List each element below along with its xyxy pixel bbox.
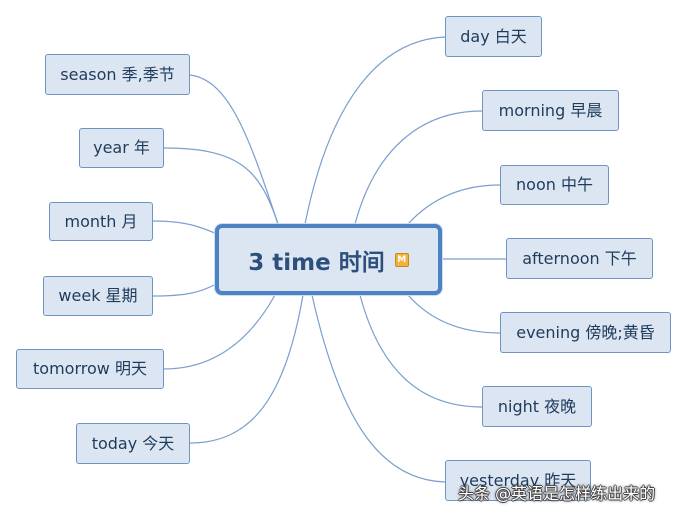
topic-afternoon[interactable]: afternoon 下午 xyxy=(506,238,653,279)
link-year xyxy=(163,147,279,225)
link-season xyxy=(189,74,279,225)
watermark-text: 头条 @英语是怎样练出来的 xyxy=(458,484,656,503)
topic-year[interactable]: year 年 xyxy=(79,128,164,168)
topic-night[interactable]: night 夜晚 xyxy=(482,386,592,427)
central-topic[interactable]: 3 time 时间 M xyxy=(215,224,442,295)
topic-tomorrow[interactable]: tomorrow 明天 xyxy=(16,349,164,389)
link-day xyxy=(304,36,446,225)
topic-yesterday[interactable]: yesterday 昨天 xyxy=(445,460,591,501)
topic-noon[interactable]: noon 中午 xyxy=(500,165,609,205)
topic-today[interactable]: today 今天 xyxy=(76,423,190,464)
marker-icon: M xyxy=(394,252,409,267)
link-yesterday xyxy=(311,294,446,483)
topic-month[interactable]: month 月 xyxy=(49,202,153,241)
link-tomorrow xyxy=(163,294,276,370)
central-topic-label: 3 time 时间 xyxy=(248,249,385,276)
topic-evening[interactable]: evening 傍晚;黄昏 xyxy=(500,312,671,353)
topic-day[interactable]: day 白天 xyxy=(445,16,542,57)
link-noon xyxy=(407,184,501,225)
topic-morning[interactable]: morning 早晨 xyxy=(482,90,619,131)
topic-week[interactable]: week 星期 xyxy=(43,276,153,316)
link-week xyxy=(152,282,219,297)
link-evening xyxy=(407,294,501,334)
link-night xyxy=(359,294,483,408)
link-today xyxy=(189,294,304,444)
link-morning xyxy=(354,110,483,225)
topic-season[interactable]: season 季,季节 xyxy=(45,54,190,95)
